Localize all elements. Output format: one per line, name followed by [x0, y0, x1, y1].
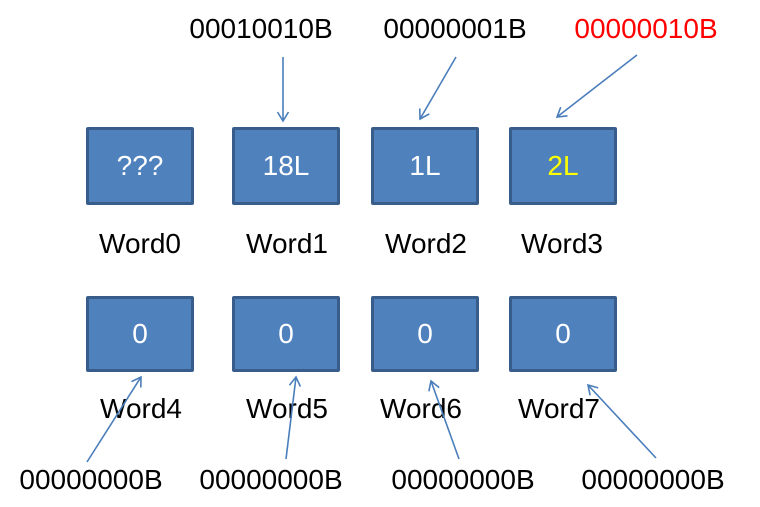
word1-label: Word1 [246, 228, 328, 259]
word0-label: Word0 [99, 228, 181, 259]
word4-value: 0 [132, 318, 148, 349]
word5-label: Word5 [246, 393, 328, 424]
word4-label: Word4 [100, 393, 182, 424]
word6-value: 0 [417, 318, 433, 349]
word3-box: 2L [509, 127, 617, 205]
word1-box: 18L [232, 127, 340, 205]
arrow-to-word3 [555, 54, 638, 118]
binary-label-word1: 00010010B [189, 13, 333, 44]
word6-box: 0 [371, 296, 479, 372]
word1-value: 18L [262, 150, 310, 181]
word2-box: 1L [371, 127, 479, 205]
binary-label-word3: 00000010B [574, 13, 718, 44]
word7-value: 0 [555, 318, 571, 349]
word0-box: ??? [86, 127, 194, 205]
binary-label-word5: 00000000B [199, 464, 343, 495]
binary-label-word2: 00000001B [383, 13, 527, 44]
word7-box: 0 [509, 296, 617, 372]
word7-label: Word7 [518, 393, 600, 424]
word5-box: 0 [232, 296, 340, 372]
binary-label-word7: 00000000B [581, 464, 725, 495]
word2-label: Word2 [385, 228, 467, 259]
word4-box: 0 [86, 296, 194, 372]
word0-value: ??? [116, 150, 164, 181]
binary-label-word4: 00000000B [19, 464, 163, 495]
word3-label: Word3 [521, 228, 603, 259]
word3-value: 2L [547, 150, 579, 181]
word2-value: 1L [409, 150, 441, 181]
word5-value: 0 [278, 318, 294, 349]
arrow-to-word2 [418, 56, 457, 121]
word6-label: Word6 [380, 393, 462, 424]
binary-label-word6: 00000000B [391, 464, 535, 495]
